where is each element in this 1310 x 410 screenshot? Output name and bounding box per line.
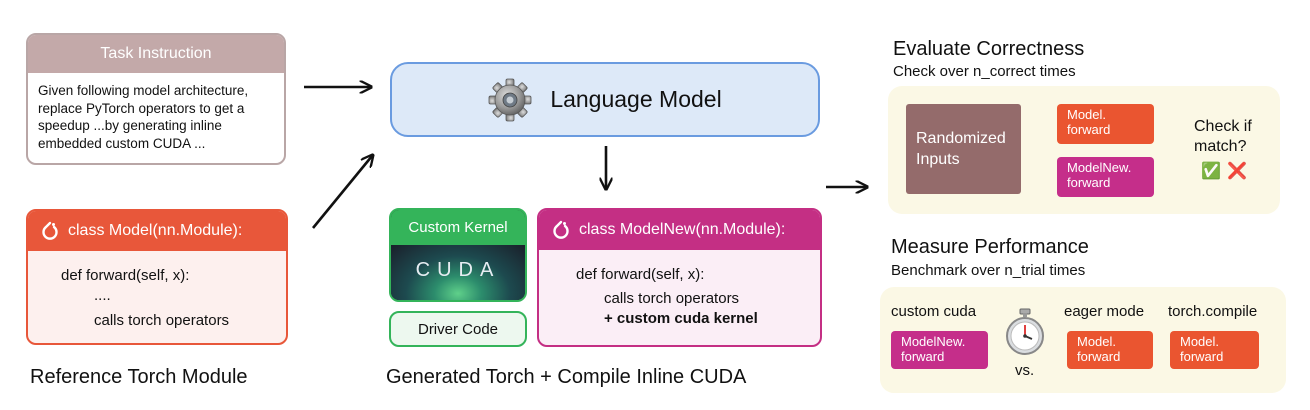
modelnew-forward-chip: ModelNew. forward — [1057, 157, 1154, 197]
performance-title: Measure Performance — [891, 236, 1089, 258]
torch-compile-label: torch.compile — [1168, 303, 1258, 320]
pytorch-icon — [42, 221, 58, 240]
generated-class-name: class ModelNew(nn.Module): — [579, 221, 786, 238]
check-if-match-label: Check if match? — [1194, 118, 1252, 155]
reference-model-card: class Model(nn.Module): def forward(self… — [26, 209, 288, 345]
vs-label: vs. — [1015, 362, 1035, 379]
custom-kernel-title: Custom Kernel — [391, 210, 525, 245]
compile-model-forward-chip: Model. forward — [1170, 331, 1259, 369]
model-forward-chip: Model. forward — [1057, 104, 1154, 144]
task-instruction-text: Given following model architecture, repl… — [28, 73, 284, 161]
stopwatch-icon — [1006, 308, 1044, 355]
reference-code-line: calls torch operators — [94, 312, 230, 329]
generated-code-line: calls torch operators — [604, 290, 740, 307]
driver-code-label: Driver Code — [417, 320, 499, 338]
task-instruction-title: Task Instruction — [28, 35, 284, 73]
custom-cuda-label: custom cuda — [891, 303, 977, 320]
reference-header: class Model(nn.Module): — [28, 211, 286, 251]
task-line-3: speedup ...by generating inline — [38, 118, 222, 133]
task-line-2: replace PyTorch operators to get a — [38, 100, 245, 116]
arrow-ref-to-lm — [311, 156, 372, 229]
randomized-inputs-box: Randomized Inputs — [906, 104, 1021, 194]
reference-code-line: .... — [94, 287, 111, 304]
cuda-logo-text: CUDA — [415, 259, 501, 281]
reference-code-line: def forward(self, x): — [61, 267, 190, 284]
cuda-logo-image: CUDA — [391, 245, 525, 300]
reference-caption: Reference Torch Module — [30, 366, 248, 388]
reference-class-name: class Model(nn.Module): — [68, 222, 243, 239]
language-model-label: Language Model — [550, 86, 722, 112]
custom-modelnew-forward-chip: ModelNew. forward — [891, 331, 988, 369]
task-line-1: Given following model architecture, — [38, 83, 249, 98]
generated-header: class ModelNew(nn.Module): — [539, 210, 820, 250]
pytorch-icon — [553, 220, 569, 239]
language-model-box: Language Model — [390, 62, 820, 137]
evaluate-title: Evaluate Correctness — [893, 38, 1085, 60]
eager-mode-label: eager mode — [1064, 303, 1145, 320]
evaluate-subtitle: Check over n_correct times — [893, 63, 1076, 80]
cross-mark-icon: ❌ — [1227, 163, 1247, 180]
custom-kernel-card: Custom Kernel CUDA — [389, 208, 527, 302]
driver-code-card: Driver Code — [389, 311, 527, 347]
generated-caption: Generated Torch + Compile Inline CUDA — [386, 366, 747, 388]
performance-subtitle: Benchmark over n_trial times — [891, 262, 1086, 279]
generated-code-line: + custom cuda kernel — [604, 310, 758, 327]
task-instruction-card: Task Instruction Given following model a… — [26, 33, 286, 165]
generated-model-card: class ModelNew(nn.Module): def forward(s… — [537, 208, 822, 347]
task-line-4: embedded custom CUDA ... — [38, 135, 206, 151]
generated-code-line: def forward(self, x): — [576, 266, 705, 283]
gear-icon — [488, 78, 532, 121]
check-mark-icon: ✅ — [1201, 163, 1221, 180]
eager-model-forward-chip: Model. forward — [1067, 331, 1153, 369]
